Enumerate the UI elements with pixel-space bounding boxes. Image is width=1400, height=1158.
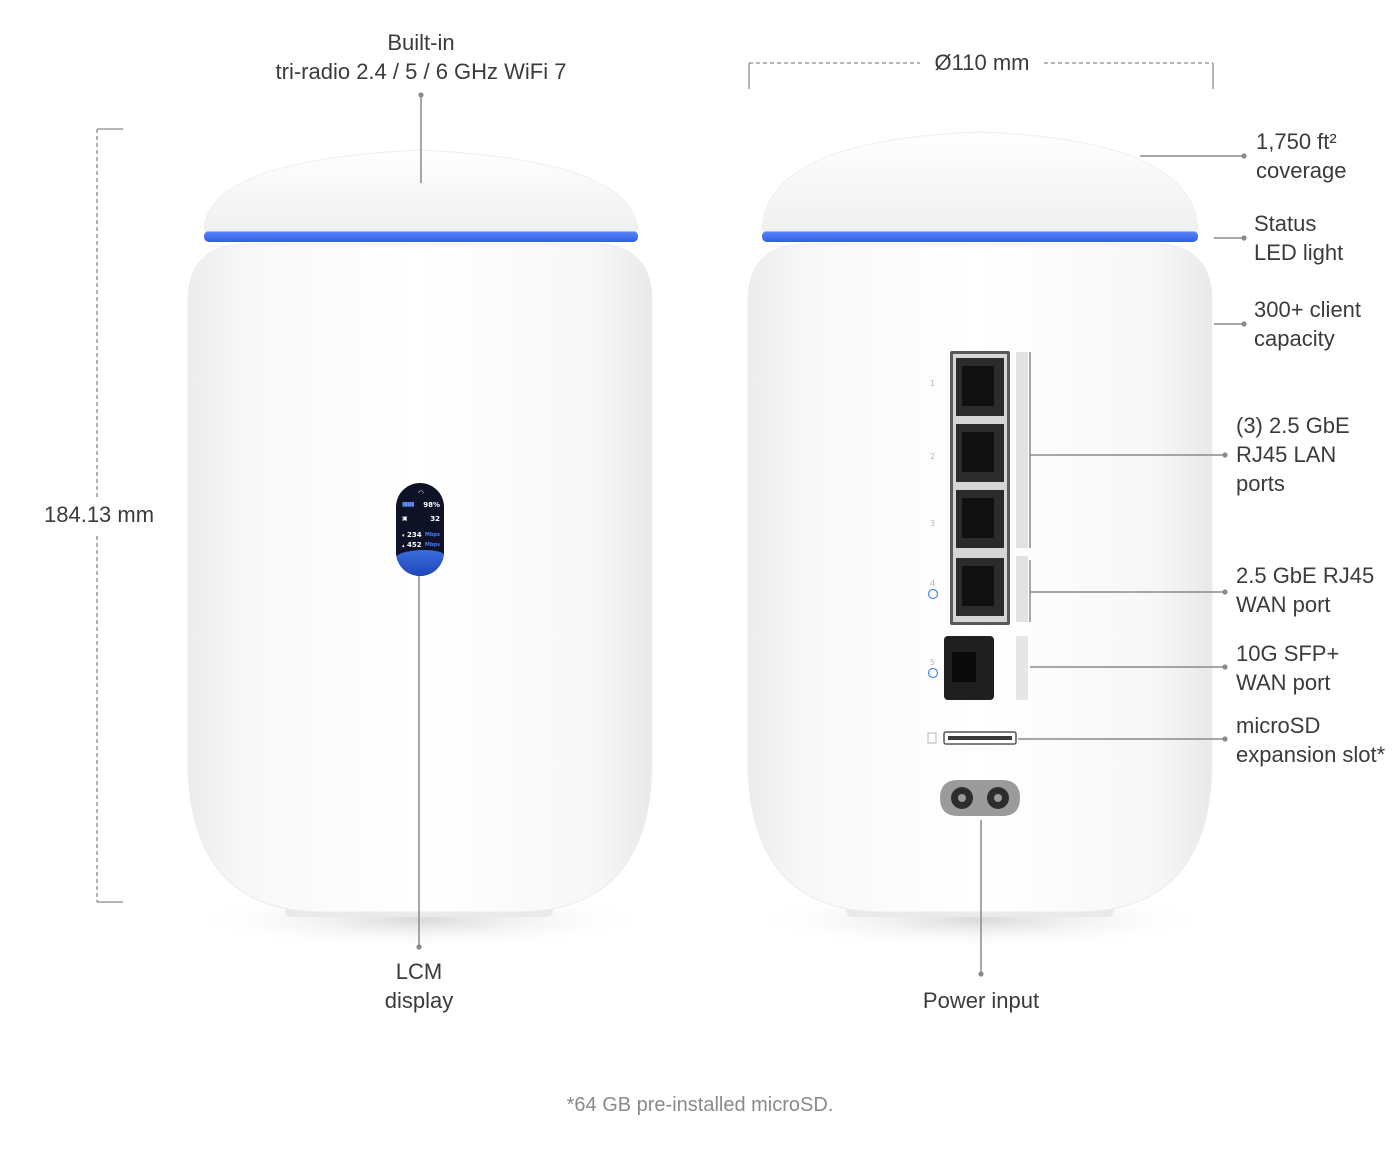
microsd-label-line1: microSD: [1236, 713, 1321, 738]
microsd-icon: [927, 732, 937, 744]
clients-label-line1: 300+ client: [1254, 297, 1362, 322]
rj45-port-2: [956, 424, 1004, 482]
signal-bars-icon: ▮▮▮▮▮: [402, 501, 414, 508]
height-label: 184.13 mm: [44, 502, 155, 527]
lan-ports-label-line1: (3) 2.5 GbE: [1236, 413, 1350, 438]
front-device-body: [187, 243, 653, 913]
lcm-label: LCM display: [340, 957, 498, 1015]
sfp-label-strip: [1016, 636, 1028, 700]
up-arrow-icon: ▴: [402, 543, 405, 549]
wan-globe-icons: [927, 588, 939, 679]
lcd-down-value: 234: [406, 531, 422, 539]
coverage-label-line2: coverage: [1256, 158, 1347, 183]
rear-device: [745, 131, 1215, 950]
footnote: *64 GB pre-installed microSD.: [566, 1094, 834, 1116]
clients-label: 300+ client capacity: [1254, 295, 1361, 353]
port-numbers: 1 2 3 4 5: [930, 379, 935, 667]
wifi-label: Built-in tri-radio 2.4 / 5 / 6 GHz WiFi …: [220, 28, 622, 86]
wan-rj45-label-line2: WAN port: [1236, 592, 1331, 617]
port-number: 1: [930, 379, 935, 388]
height-dimension: [96, 128, 123, 903]
rear-status-led: [762, 231, 1198, 242]
coverage-label-line1: 1,750 ft²: [1256, 129, 1337, 154]
coverage-label: 1,750 ft² coverage: [1256, 127, 1347, 185]
port-number: 3: [930, 519, 935, 528]
lcd-wave-graphic: [396, 550, 444, 576]
port-number: 2: [930, 452, 935, 461]
wifi-label-line2: tri-radio 2.4 / 5 / 6 GHz WiFi 7: [275, 59, 567, 84]
lcm-display: ◠ ▮▮▮▮▮ 98% ▣ 32 ▾ 234 Mbps ▴ 452 Mbps: [396, 483, 444, 576]
front-device: [185, 149, 655, 950]
sfp-label-line2: WAN port: [1236, 670, 1331, 695]
microsd-label-line2: expansion slot*: [1236, 742, 1386, 767]
front-device-cap: [203, 149, 639, 232]
status-led-label-line1: Status: [1254, 211, 1317, 236]
lcd-down-unit: Mbps: [424, 532, 440, 538]
lan-ports-label: (3) 2.5 GbE RJ45 LAN ports: [1236, 411, 1350, 498]
wifi-icon: ◠: [418, 489, 424, 497]
port-number: 4: [930, 579, 935, 588]
lan-ports-label-line3: ports: [1236, 471, 1285, 496]
down-arrow-icon: ▾: [402, 533, 405, 539]
wan-port-label-strip: [1016, 556, 1028, 622]
sfp-label: 10G SFP+ WAN port: [1236, 639, 1339, 697]
power-input: [940, 780, 1020, 816]
status-led-label-line2: LED light: [1254, 240, 1344, 265]
globe-icon: [927, 667, 939, 679]
microsd-label: microSD expansion slot*: [1236, 711, 1385, 769]
lcd-signal-pct: 98%: [423, 501, 440, 509]
lcm-label-line1: LCM: [395, 959, 443, 984]
sfp-label-line1: 10G SFP+: [1236, 641, 1340, 666]
lcd-up-value: 452: [406, 541, 422, 549]
clients-label-line2: capacity: [1254, 326, 1335, 351]
diameter-label: Ø110 mm: [934, 50, 1030, 75]
callout-lines: [416, 92, 1247, 977]
lcm-label-line2: display: [384, 988, 454, 1013]
clients-icon: ▣: [402, 515, 408, 522]
rear-device-cap: [761, 131, 1199, 232]
status-led-label: Status LED light: [1254, 209, 1343, 267]
lcd-clients: 32: [430, 515, 440, 523]
wan-rj45-label-line1: 2.5 GbE RJ45: [1236, 563, 1375, 588]
lan-ports-label-line2: RJ45 LAN: [1236, 442, 1337, 467]
rj45-port-4: [956, 558, 1004, 616]
wifi-label-line1: Built-in: [387, 30, 455, 55]
globe-icon: [927, 588, 939, 600]
port-number: 5: [930, 658, 935, 667]
rj45-port-3: [956, 490, 1004, 548]
rj45-port-1: [956, 358, 1004, 416]
front-status-led: [204, 231, 638, 242]
lcd-up-unit: Mbps: [424, 542, 440, 548]
power-label: Power input: [922, 988, 1040, 1013]
lan-port-label-strip: [1016, 352, 1028, 548]
wan-rj45-label: 2.5 GbE RJ45 WAN port: [1236, 561, 1374, 619]
diameter-dimension: [748, 62, 1214, 89]
